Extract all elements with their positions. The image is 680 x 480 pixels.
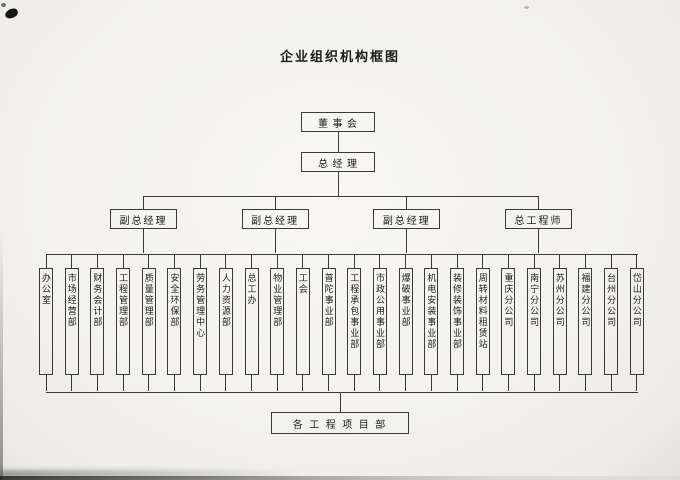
connector-to-projects [340,392,341,412]
org-box-department-15: 爆破事业部 [398,255,413,391]
org-box-department-19: 重庆分公司 [501,255,516,391]
org-box-department-4: 工程管理部 [116,255,131,391]
scan-artifact-top-speck [524,6,529,9]
org-box-department-21: 苏州分公司 [552,255,567,391]
scan-artifact-bottom-band [0,476,680,480]
org-box-department-16: 机电安装事业部 [424,255,439,391]
org-box-department-8: 人力资源部 [218,255,233,391]
org-box-board-of-directors: 董 事 会 [301,112,375,132]
scan-artifact-corner-blob [3,7,20,20]
org-box-department-7: 劳务管理中心 [193,255,208,391]
scan-artifact-corner-dot [1,3,6,7]
org-box-department-17: 装修装饰事业部 [450,255,464,391]
org-box-department-24: 岱山分公司 [629,255,644,391]
scan-artifact-left-edge [0,230,3,480]
org-box-department-12: 普陀事业部 [321,255,336,391]
org-box-department-5: 质量管理部 [141,255,156,391]
chart-title: 企业组织机构框图 [279,49,400,64]
connector-departments-bus-top [46,254,638,255]
org-box-department-14: 市政公用事业部 [372,255,387,391]
org-box-department-6: 安全环保部 [167,255,182,391]
org-box-deputy-gm-3: 副总经理 [373,197,441,253]
org-box-department-13: 工程承包事业部 [347,255,362,391]
org-box-department-22: 福建分公司 [578,255,593,391]
connector-executives-bus [143,196,539,197]
org-box-chief-engineer: 总工程师 [504,197,572,253]
connector-board-to-gm [338,132,339,152]
org-box-deputy-gm-1: 副总经理 [110,197,177,253]
org-box-general-manager: 总 经 理 [301,152,375,172]
org-box-department-11: 工会 [295,255,310,391]
org-box-department-1: 办公室 [39,255,53,391]
org-box-department-2: 市场经营部 [64,255,79,391]
department-row: 办公室市场经营部财务会计部工程管理部质量管理部安全环保部劳务管理中心人力资源部总… [39,255,644,391]
org-box-department-3: 财务会计部 [90,255,105,391]
connector-gm-to-executives [338,172,339,196]
org-box-department-18: 周转材料租赁站 [475,255,490,391]
executive-row: 副总经理 副总经理 副总经理 总工程师 [110,197,572,253]
org-box-department-23: 台州分公司 [604,255,619,391]
org-box-department-10: 物业管理部 [270,255,285,391]
org-box-project-departments: 各 工 程 项 目 部 [271,412,409,434]
org-box-department-9: 总工办 [244,255,259,391]
org-box-department-20: 南宁分公司 [527,255,542,391]
connector-departments-bus-bottom [46,392,638,393]
org-box-deputy-gm-2: 副总经理 [241,197,309,253]
scan-artifact-bottom-blur [0,470,300,478]
